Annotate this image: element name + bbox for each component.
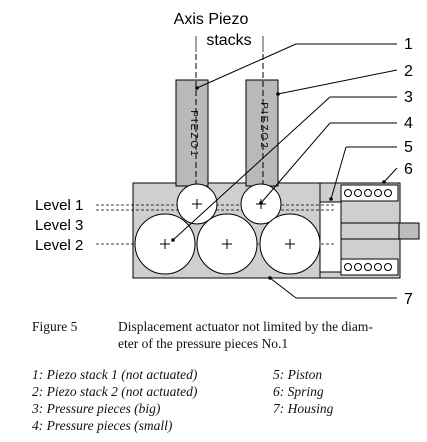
caption-line-1: Displacement actuator not limited by the…	[118, 319, 373, 334]
legend-item: 1: Piezo stack 1 (not actuated)	[32, 367, 198, 382]
figure-caption: Figure 5 Displacement actuator not limit…	[32, 318, 424, 352]
callout-4: 4	[404, 115, 413, 132]
callout-3: 3	[404, 89, 413, 106]
axis-label-line1: Axis Piezo	[174, 11, 249, 28]
piezo-stack-1	[175, 79, 209, 187]
callout-1: 1	[404, 36, 413, 53]
legend-item: 7: Housing	[273, 401, 334, 416]
axis-label-line2: stacks	[206, 32, 251, 49]
legend-item: 6: Spring	[273, 384, 324, 399]
legend-item: 2: Piezo stack 2 (not actuated)	[32, 384, 198, 399]
leader-lines	[172, 43, 398, 299]
legend-item: 4: Pressure pieces (small)	[32, 418, 173, 433]
callout-6: 6	[404, 161, 413, 178]
legend-right: 5: Piston 6: Spring 7: Housing	[273, 366, 333, 417]
piezo-1-label: PIEZO1	[188, 110, 199, 158]
actuator-diagram: Axis Piezo stacks PIEZO1 PIEZO2	[35, 11, 420, 308]
caption-line-2: eter of the pressure pieces No.1	[118, 336, 289, 351]
spring-coils	[344, 189, 392, 271]
callout-2: 2	[404, 63, 413, 80]
leader-dots	[171, 86, 386, 280]
piston-head	[319, 201, 342, 273]
piezo-2-label: PIEZO2	[258, 102, 269, 150]
legend-item: 3: Pressure pieces (big)	[32, 401, 161, 416]
legend-left: 1: Piezo stack 1 (not actuated) 2: Piezo…	[32, 366, 197, 434]
callout-5: 5	[404, 139, 413, 156]
legend-item: 5: Piston	[273, 367, 323, 382]
callout-7: 7	[404, 291, 413, 308]
piston-rod-end	[398, 222, 420, 240]
level-2-label: Level 2	[35, 237, 83, 254]
level-1-label: Level 1	[35, 197, 83, 214]
level-3-label: Level 3	[35, 217, 83, 234]
figure-number: Figure 5	[32, 319, 78, 334]
